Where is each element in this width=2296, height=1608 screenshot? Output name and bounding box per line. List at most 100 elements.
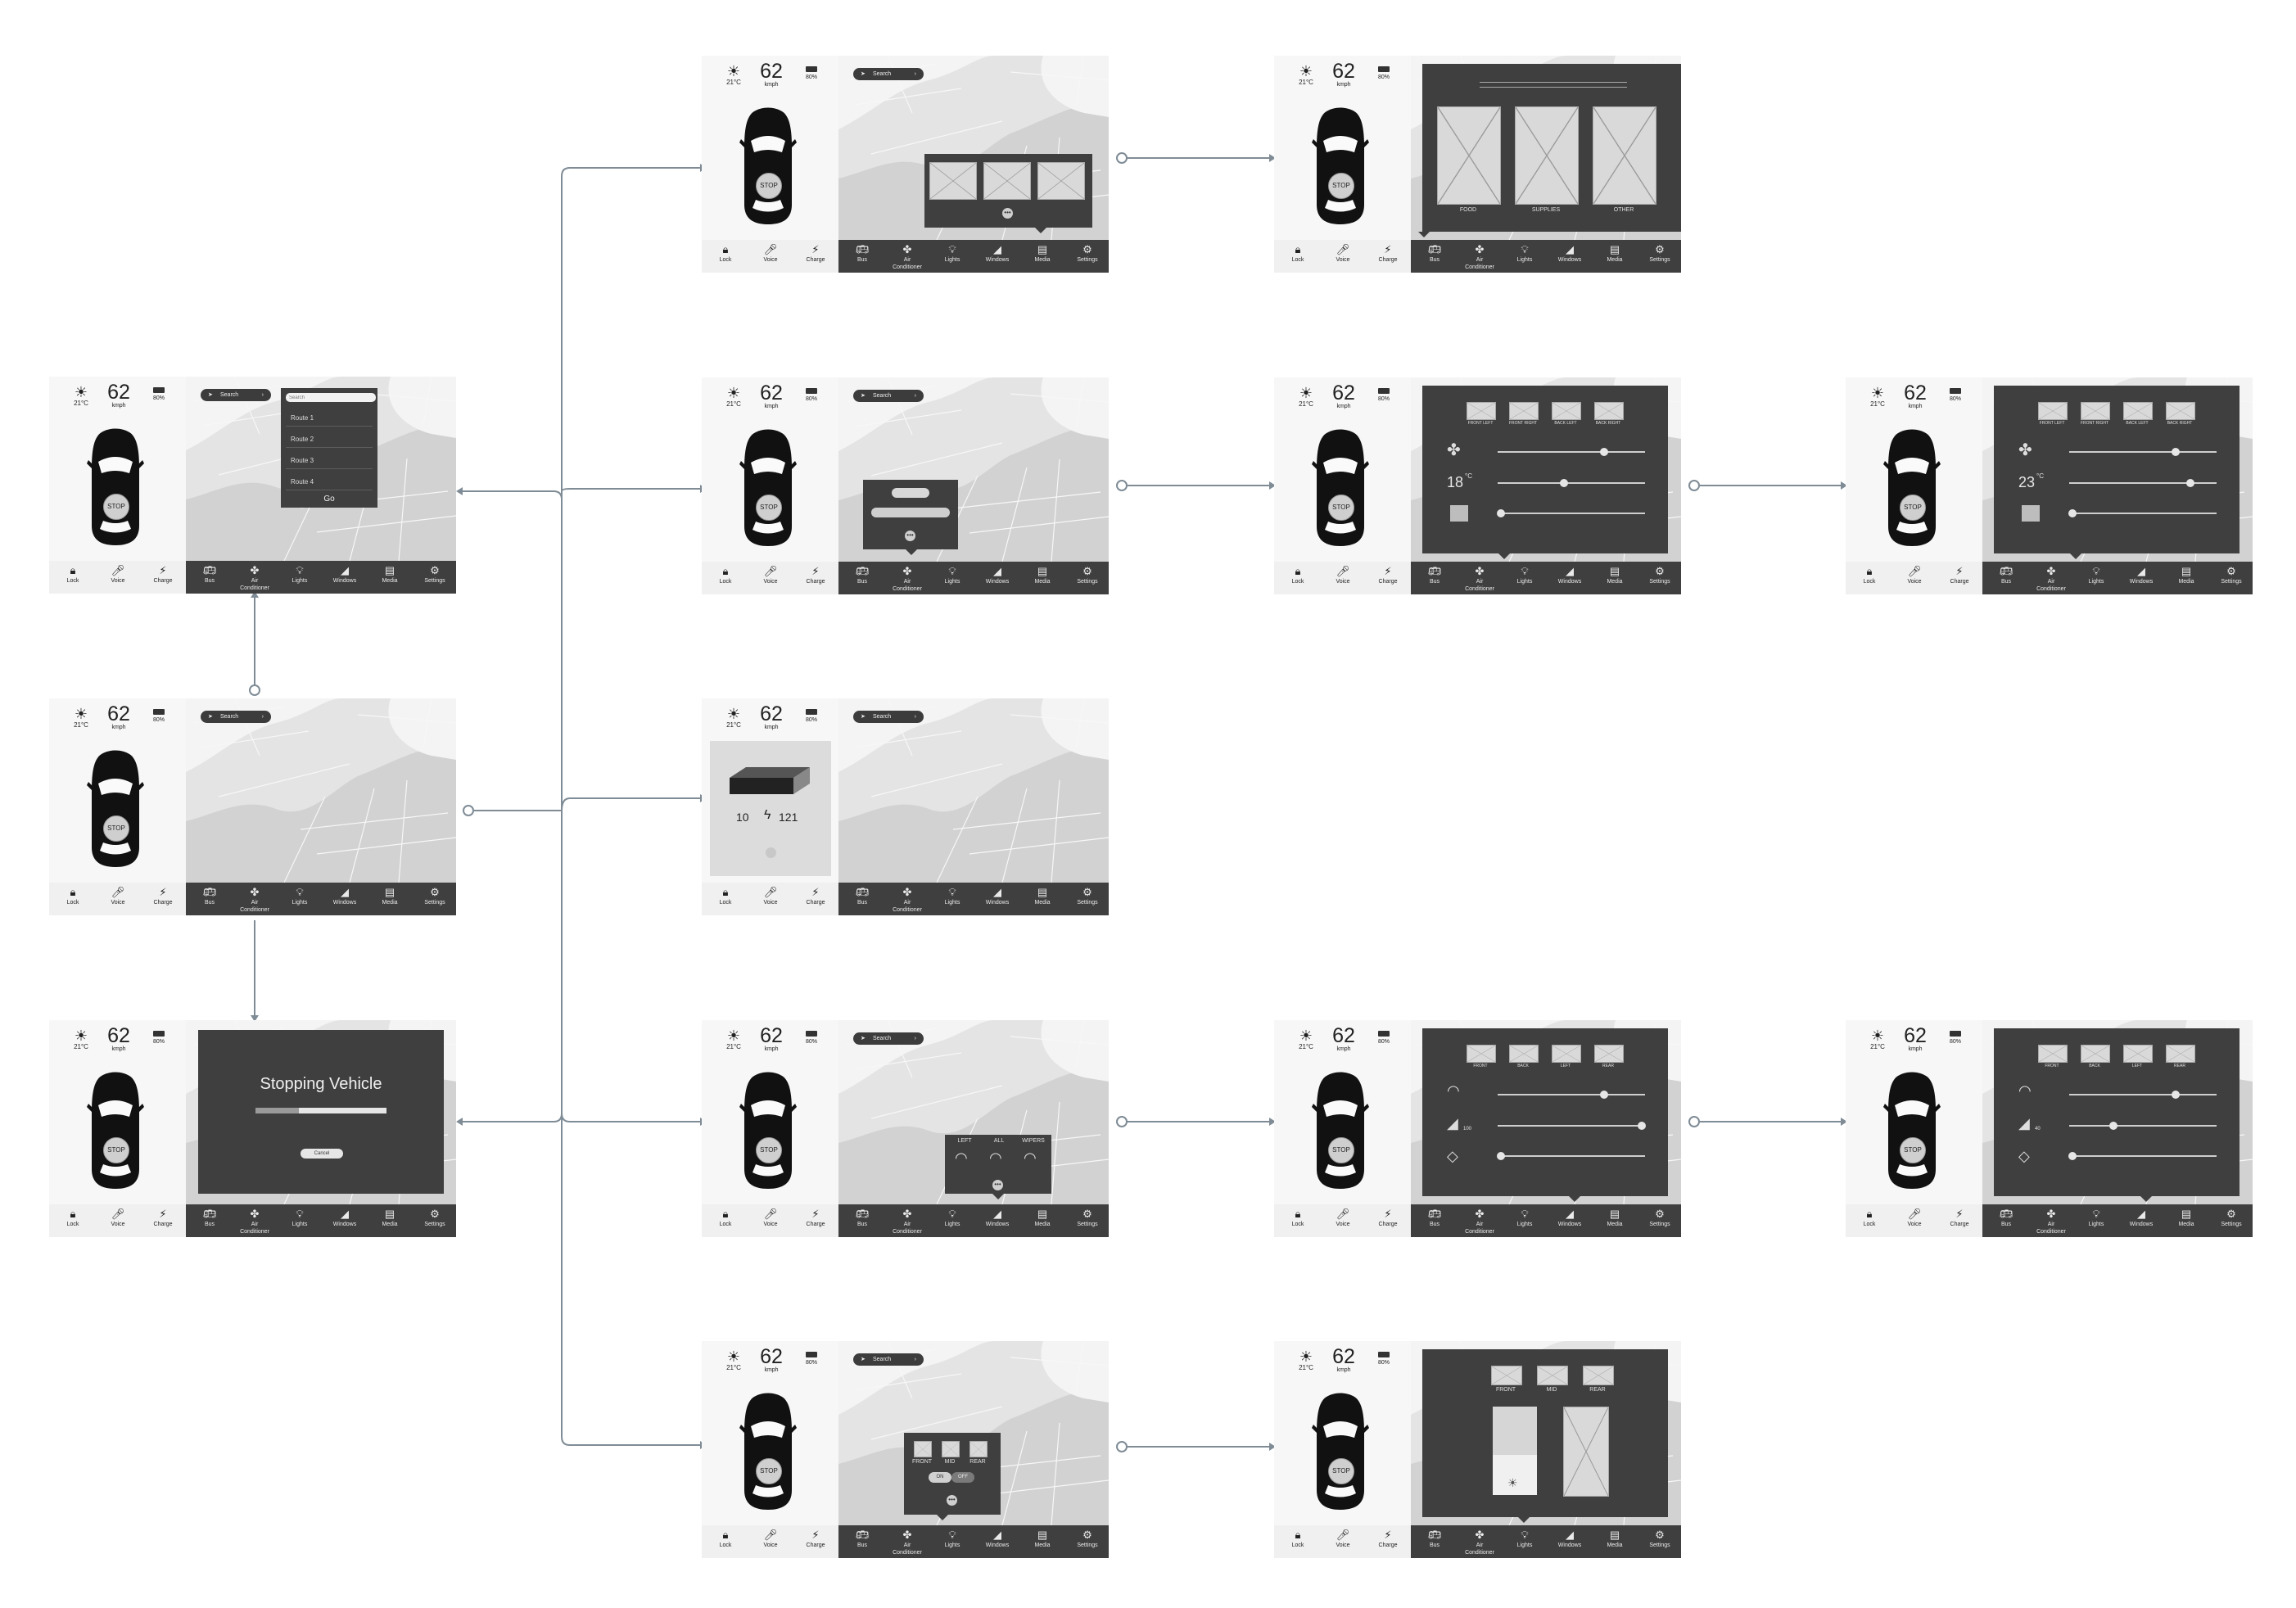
bottom-right-item[interactable]: ⚙Settings	[1070, 243, 1105, 264]
bottom-right-item[interactable]: ▤Media	[1598, 1208, 1632, 1228]
slider-knob[interactable]	[2171, 448, 2180, 456]
bottom-right-item[interactable]: 🚌︎Bus	[845, 243, 879, 264]
slider-knob[interactable]	[1599, 448, 1608, 456]
bottom-right-item[interactable]: 💡︎Lights	[1507, 243, 1542, 264]
bottom-right-item[interactable]: ⚙Settings	[1070, 1529, 1105, 1549]
bottom-right-item[interactable]: ✤Air Conditioner	[2034, 565, 2068, 593]
window-level-slider[interactable]	[1498, 1122, 1647, 1130]
stop-button[interactable]: STOP	[1900, 1137, 1926, 1163]
bottom-left-item[interactable]: 🎤︎Voice	[753, 1208, 788, 1228]
cancel-button[interactable]: Cancel	[301, 1149, 343, 1159]
bottom-right-item[interactable]: 🚌︎Bus	[1989, 565, 2023, 585]
bottom-left-item[interactable]: 🎤︎Voice	[1326, 565, 1360, 585]
bottom-right-item[interactable]: ▤Media	[373, 1208, 407, 1228]
rear-window-slider[interactable]	[1496, 1152, 1645, 1160]
bottom-left-item[interactable]: 🎤︎Voice	[753, 886, 788, 906]
bottom-left-item[interactable]: 🎤︎Voice	[753, 243, 788, 264]
bottom-left-item[interactable]: 🔒︎Lock	[1852, 565, 1887, 585]
search-button[interactable]: ➤Search›	[853, 390, 924, 402]
rear-window-slider[interactable]	[2068, 1152, 2217, 1160]
bottom-right-item[interactable]: ◢Windows	[328, 1208, 362, 1228]
search-button[interactable]: ➤Search›	[853, 68, 924, 80]
bottom-right-item[interactable]: 💡︎Lights	[2079, 1208, 2113, 1228]
bottom-right-item[interactable]: 🚌︎Bus	[1417, 1529, 1452, 1549]
bottom-right-item[interactable]: ✤Air Conditioner	[237, 1208, 272, 1235]
bottom-right-item[interactable]: 🚌︎Bus	[1417, 565, 1452, 585]
temperature-slider[interactable]	[1498, 479, 1645, 487]
charge-action-button[interactable]	[766, 847, 776, 858]
route-item[interactable]: Route 3	[291, 457, 314, 464]
bottom-right-item[interactable]: ▤Media	[1025, 1529, 1060, 1549]
bottom-right-item[interactable]: ◢Windows	[980, 1208, 1015, 1228]
stop-button[interactable]: STOP	[756, 173, 782, 199]
bottom-right-item[interactable]: 🚌︎Bus	[845, 565, 879, 585]
bottom-right-item[interactable]: ◢Windows	[1553, 565, 1587, 585]
bottom-left-item[interactable]: 🔒︎Lock	[1281, 1208, 1315, 1228]
bottom-right-item[interactable]: ◢Windows	[980, 565, 1015, 585]
bottom-right-item[interactable]: 💡︎Lights	[1507, 1208, 1542, 1228]
slider-knob[interactable]	[2068, 509, 2077, 517]
stop-button[interactable]: STOP	[1328, 1137, 1354, 1163]
bottom-right-item[interactable]: 💡︎Lights	[935, 565, 969, 585]
stop-button[interactable]: STOP	[103, 494, 129, 520]
bottom-right-item[interactable]: ◢Windows	[328, 886, 362, 906]
bottom-left-item[interactable]: ⚡︎Charge	[146, 886, 180, 906]
bottom-right-item[interactable]: ⚙Settings	[2214, 1208, 2249, 1228]
bottom-right-item[interactable]: 💡︎Lights	[1507, 1529, 1542, 1549]
bottom-left-item[interactable]: 🔒︎Lock	[708, 1529, 743, 1549]
bottom-right-item[interactable]: ⚙Settings	[1070, 886, 1105, 906]
seat-heat-slider[interactable]	[2068, 509, 2217, 517]
bottom-right-item[interactable]: 🚌︎Bus	[192, 1208, 227, 1228]
bottom-right-item[interactable]: ✤Air Conditioner	[1462, 1529, 1497, 1556]
bottom-right-item[interactable]: 💡︎Lights	[935, 1208, 969, 1228]
bottom-right-item[interactable]: ▤Media	[373, 886, 407, 906]
more-button[interactable]: •••	[947, 1495, 957, 1506]
bottom-left-item[interactable]: 🎤︎Voice	[753, 1529, 788, 1549]
stop-button[interactable]: STOP	[756, 1458, 782, 1484]
bottom-left-item[interactable]: ⚡︎Charge	[1371, 1208, 1405, 1228]
bottom-right-item[interactable]: ▤Media	[1598, 565, 1632, 585]
bottom-left-item[interactable]: 🎤︎Voice	[753, 565, 788, 585]
bottom-right-item[interactable]: ◢Windows	[1553, 243, 1587, 264]
route-item[interactable]: Route 1	[291, 414, 314, 422]
bottom-right-item[interactable]: 💡︎Lights	[935, 886, 969, 906]
bottom-right-item[interactable]: ⚙Settings	[1070, 1208, 1105, 1228]
stop-button[interactable]: STOP	[756, 1137, 782, 1163]
seat-heat-slider[interactable]	[1496, 509, 1645, 517]
bottom-left-item[interactable]: 🔒︎Lock	[1281, 565, 1315, 585]
slider-knob[interactable]	[2109, 1122, 2117, 1130]
bottom-left-item[interactable]: 🔒︎Lock	[56, 564, 90, 585]
bottom-left-item[interactable]: ⚡︎Charge	[798, 243, 833, 264]
bottom-right-item[interactable]: ◢Windows	[1553, 1529, 1587, 1549]
bottom-right-item[interactable]: 🚌︎Bus	[1417, 243, 1452, 264]
bottom-right-item[interactable]: 💡︎Lights	[282, 564, 317, 585]
bottom-right-item[interactable]: ▤Media	[1025, 1208, 1060, 1228]
search-button[interactable]: ➤Search›	[853, 1032, 924, 1045]
bottom-right-item[interactable]: ⚙Settings	[1643, 565, 1677, 585]
slider-knob[interactable]	[1496, 1152, 1505, 1160]
bottom-left-item[interactable]: 🔒︎Lock	[1281, 243, 1315, 264]
slider-knob[interactable]	[1560, 479, 1568, 487]
bottom-right-item[interactable]: ✤Air Conditioner	[237, 564, 272, 592]
bottom-right-item[interactable]: 💡︎Lights	[935, 1529, 969, 1549]
window-level-slider[interactable]	[2069, 1122, 2217, 1130]
bottom-left-item[interactable]: 🔒︎Lock	[1281, 1529, 1315, 1549]
search-button[interactable]: ➤Search›	[201, 389, 271, 401]
bottom-right-item[interactable]: 🚌︎Bus	[845, 1529, 879, 1549]
bottom-right-item[interactable]: ▤Media	[1025, 565, 1060, 585]
window-wiper-icon[interactable]: ◠	[955, 1150, 968, 1166]
bottom-right-item[interactable]: ✤Air Conditioner	[890, 243, 924, 271]
wiper-speed-slider[interactable]	[2069, 1091, 2217, 1099]
route-item[interactable]: Route 4	[291, 478, 314, 486]
bottom-right-item[interactable]: 💡︎Lights	[2079, 565, 2113, 585]
bottom-right-item[interactable]: ⚙Settings	[418, 886, 452, 906]
bottom-left-item[interactable]: 🔒︎Lock	[1852, 1208, 1887, 1228]
bottom-left-item[interactable]: 🔒︎Lock	[708, 243, 743, 264]
bottom-right-item[interactable]: ⚙Settings	[1643, 1208, 1677, 1228]
stop-button[interactable]: STOP	[1328, 1458, 1354, 1484]
fan-speed-slider[interactable]	[1498, 448, 1645, 456]
search-button[interactable]: ➤Search›	[201, 711, 271, 723]
bottom-left-item[interactable]: ⚡︎Charge	[798, 1529, 833, 1549]
bottom-left-item[interactable]: 🎤︎Voice	[1326, 243, 1360, 264]
lights-off-button[interactable]: OFF	[951, 1472, 974, 1483]
